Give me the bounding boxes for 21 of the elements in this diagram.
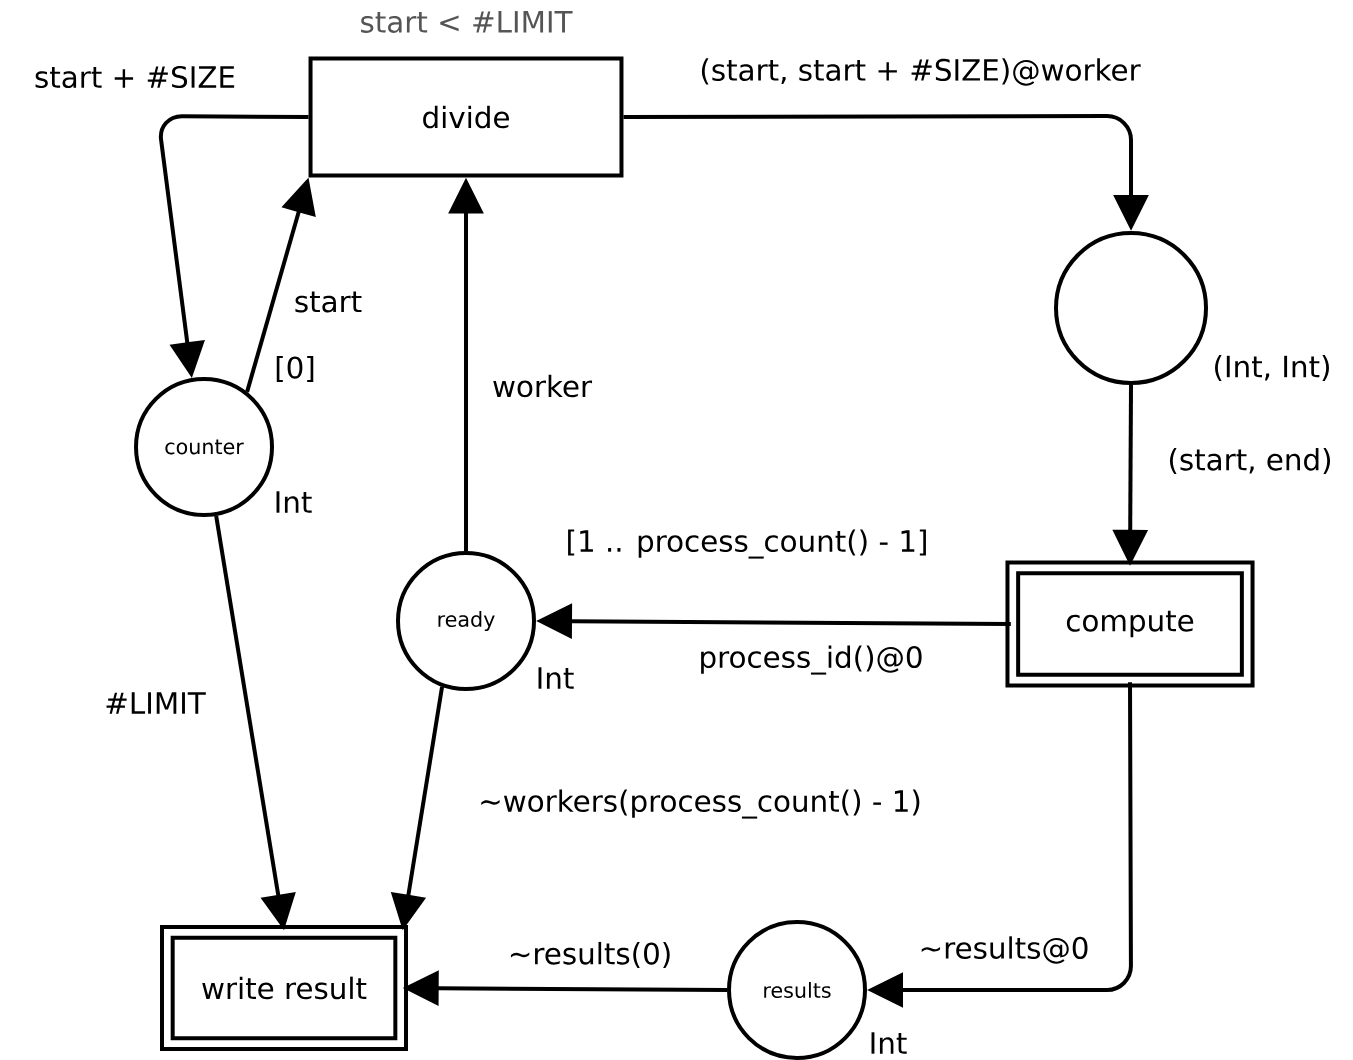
arc-label: (start, end): [1166, 446, 1334, 476]
place-circle: [1054, 231, 1208, 385]
place-type-label: Int: [538, 667, 574, 689]
transition-box: compute: [1005, 560, 1255, 688]
arc-label: ~results(0): [506, 940, 674, 970]
arc-label: ~results@0: [917, 934, 1091, 965]
place-type-label: Int: [871, 1032, 907, 1054]
initial-marking: [1 .. process_count() - 1]: [568, 529, 926, 559]
arc-label: start: [292, 290, 364, 314]
arc-label: (start, start + #SIZE)@worker: [698, 56, 1142, 88]
arc-label: process_id()@0: [697, 644, 925, 676]
arc-label: worker: [490, 373, 594, 399]
place-type-label: Int: [276, 491, 312, 513]
place-type-label: (Int, Int): [1215, 354, 1329, 382]
transition-box: divide: [308, 56, 624, 178]
arc-label: #LIMIT: [102, 690, 208, 716]
arc-label: start + #SIZE: [32, 64, 238, 90]
guard-label: start < #LIMIT: [361, 11, 573, 33]
arc-label: ~workers(process_count() - 1): [476, 788, 924, 820]
transition-box: write result: [160, 925, 408, 1051]
initial-marking: [0]: [276, 355, 314, 383]
